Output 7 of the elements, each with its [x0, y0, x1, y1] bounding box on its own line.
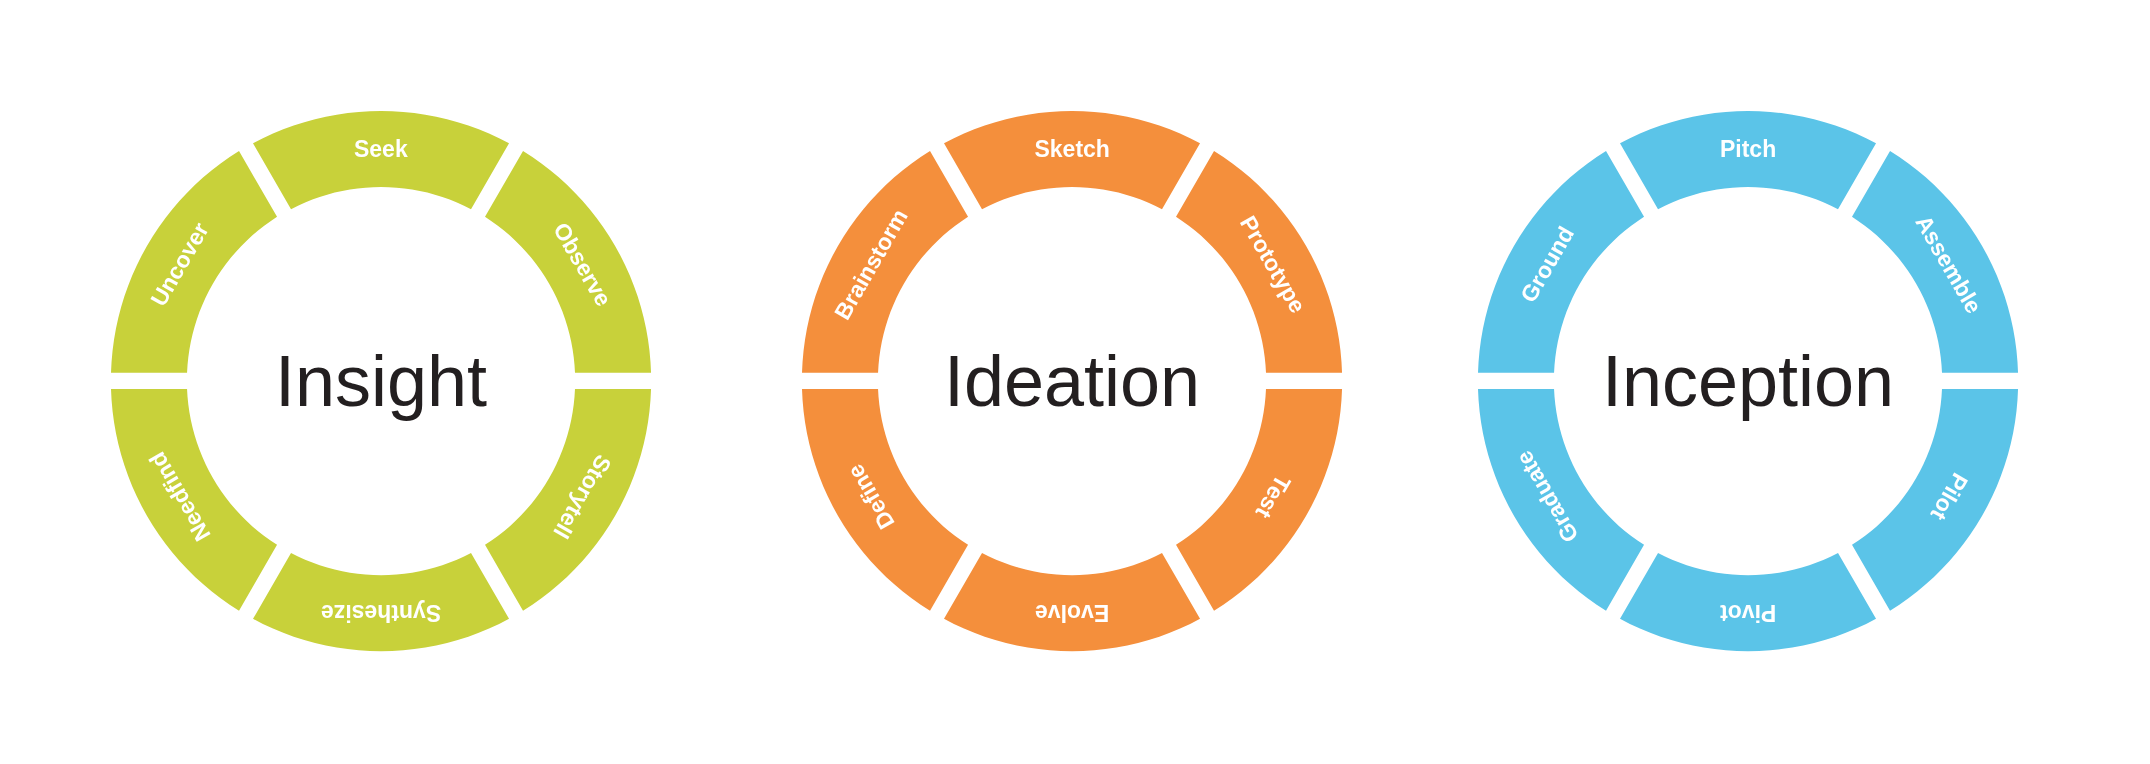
step-label: Synthesize [321, 601, 442, 625]
step-label: Pivot [1720, 601, 1777, 625]
step-label: Seek [354, 137, 408, 161]
step-label: Evolve [1035, 601, 1110, 625]
ring-title: Ideation [943, 345, 1201, 417]
step-label: Pitch [1720, 137, 1777, 161]
step-label: Sketch [1034, 137, 1110, 161]
